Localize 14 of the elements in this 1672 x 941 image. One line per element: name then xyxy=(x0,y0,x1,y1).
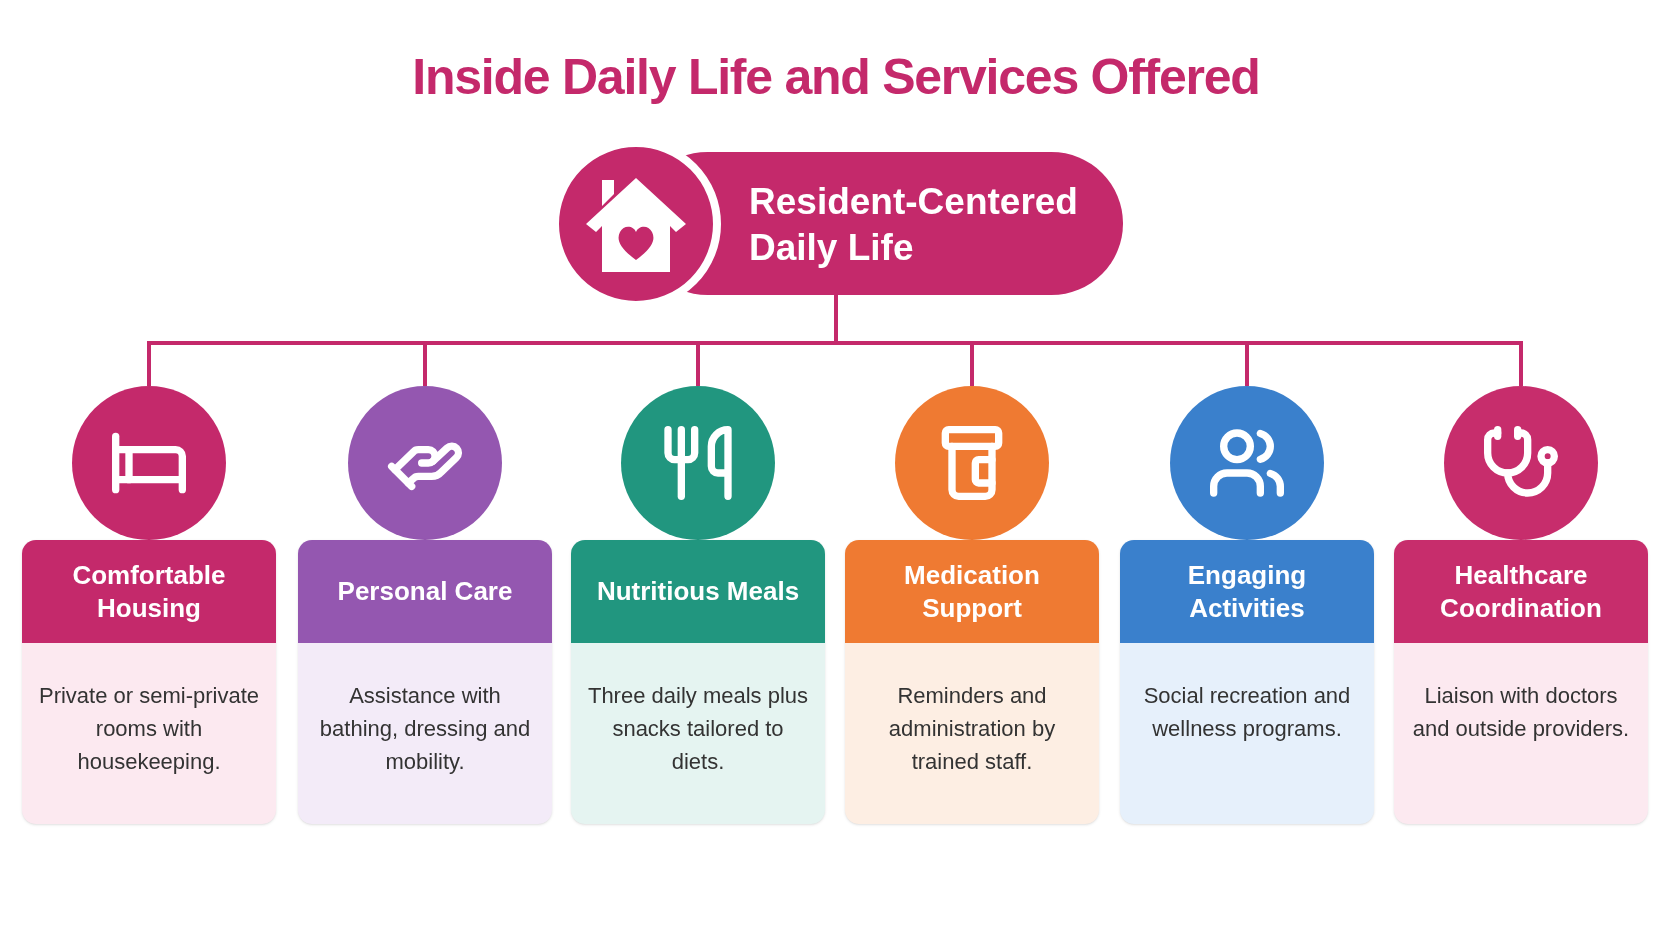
title: Inside Daily Life and Services Offered xyxy=(412,48,1260,107)
card-description: Private or semi-private rooms with housekeeping. xyxy=(38,682,260,776)
card-heading: Nutritious Meals xyxy=(596,575,800,608)
card-description: Three daily meals plus snacks tailored to diets. xyxy=(587,682,809,776)
card-heading: Healthcare Coordination xyxy=(1439,558,1603,625)
card-heading: Comfortable Housing xyxy=(71,558,227,625)
card-description: Liaison with doctors and outside providers. xyxy=(1411,682,1631,743)
central-heading: Resident-Centered Daily Life xyxy=(749,180,1079,270)
card-description: Reminders and administration by trained staff. xyxy=(887,682,1057,776)
card-heading: Engaging Activities xyxy=(1186,558,1308,625)
card-heading: Medication Support xyxy=(903,558,1041,625)
card-description: Assistance with bathing, dressing and mobility. xyxy=(318,682,532,776)
card-heading: Personal Care xyxy=(337,575,513,608)
card-description: Social recreation and wellness programs. xyxy=(1142,682,1352,743)
